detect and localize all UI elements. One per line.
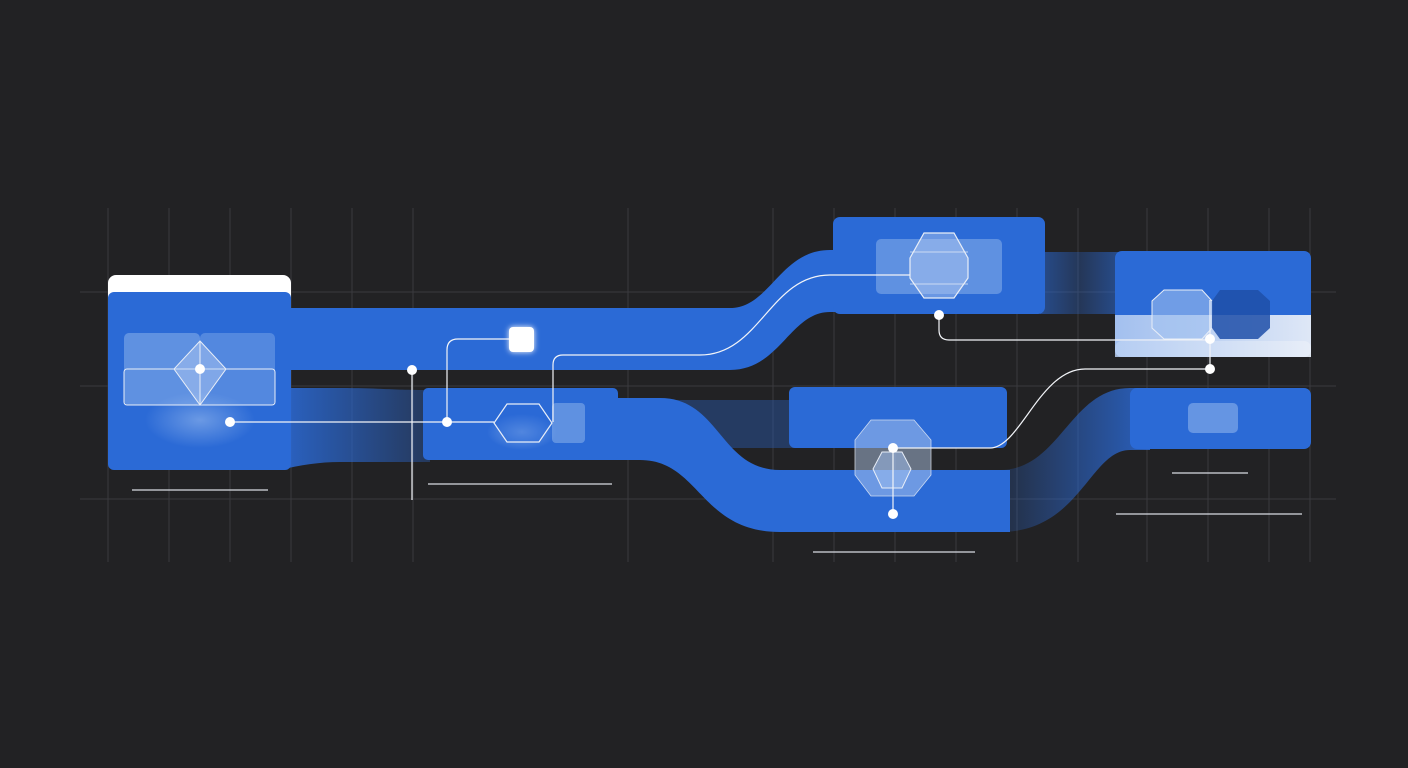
node-dot-icon bbox=[442, 417, 452, 427]
center-fade-band bbox=[610, 400, 800, 448]
lower-flow-band bbox=[280, 388, 430, 470]
node-dot-icon bbox=[934, 310, 944, 320]
node-dot-icon bbox=[888, 443, 898, 453]
top-center-card-body bbox=[833, 217, 1045, 314]
node-dot-icon bbox=[1205, 364, 1215, 374]
left-card-glow bbox=[145, 392, 255, 448]
node-dots bbox=[195, 310, 1215, 519]
connector-to-top-center bbox=[552, 274, 910, 422]
hexagon-icon bbox=[872, 451, 912, 489]
right-row-card bbox=[1130, 388, 1311, 449]
right-s-band bbox=[1000, 388, 1150, 532]
connector-to-square-node bbox=[446, 338, 520, 422]
center-left-card bbox=[423, 388, 618, 460]
center-left-glass-chip bbox=[552, 403, 585, 443]
hexagon-icon bbox=[493, 403, 553, 443]
node-dot-icon bbox=[225, 417, 235, 427]
node-dot-icon bbox=[888, 509, 898, 519]
node-dot-icon bbox=[407, 365, 417, 375]
left-card bbox=[108, 275, 291, 470]
top-center-glass-panel bbox=[876, 239, 1002, 294]
center-top-card-body bbox=[789, 387, 1007, 448]
square-node-icon bbox=[509, 327, 534, 352]
hexagon-icon bbox=[1151, 289, 1213, 340]
connector-top-center-down bbox=[938, 315, 1210, 341]
top-center-card bbox=[833, 217, 1045, 314]
octagon-icon bbox=[909, 232, 969, 299]
node-dot-icon bbox=[195, 364, 205, 374]
caption-lines bbox=[132, 472, 1302, 553]
node-dot-icon bbox=[1205, 334, 1215, 344]
connector-right-to-center bbox=[893, 368, 1210, 449]
right-row-chip bbox=[1188, 403, 1238, 433]
top-bridge-band bbox=[1040, 252, 1120, 314]
upper-flow-band bbox=[280, 250, 840, 370]
top-right-card bbox=[1115, 251, 1311, 357]
hexagon-icon bbox=[1212, 290, 1270, 339]
